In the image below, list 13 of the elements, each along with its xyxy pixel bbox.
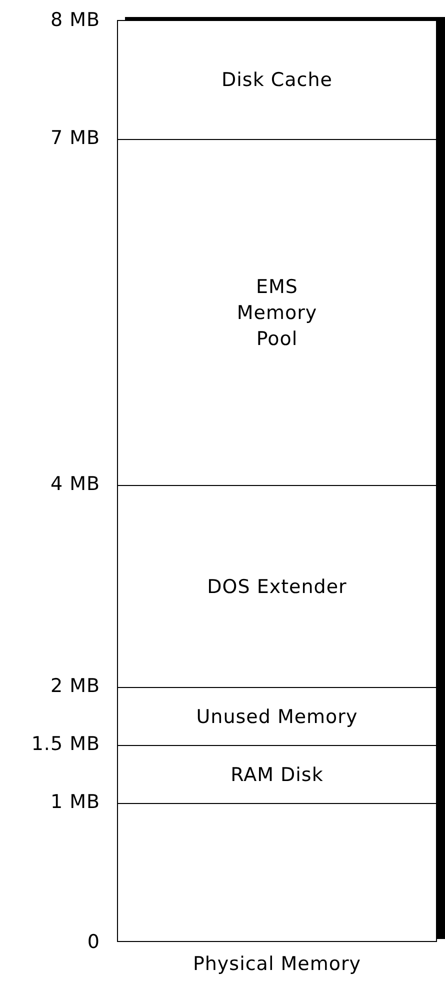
region-label: Disk Cache [222, 68, 332, 93]
region-label: RAM Disk [230, 762, 324, 788]
region-label: EMS Memory Pool [236, 274, 318, 352]
axis-tick-label: 1.5 MB [31, 732, 100, 756]
axis-tick-label: 0 [87, 930, 100, 954]
axis-tick-label: 2 MB [50, 674, 100, 698]
region-label: Unused Memory [196, 704, 358, 730]
bar-caption: Physical Memory [192, 952, 362, 976]
axis-tick-label: 7 MB [50, 126, 100, 150]
axis-tick-label: 8 MB [50, 8, 100, 32]
axis-tick-label: 4 MB [50, 472, 100, 496]
axis-tick-label: 1 MB [50, 790, 100, 814]
region-label: DOS Extender [207, 574, 347, 600]
